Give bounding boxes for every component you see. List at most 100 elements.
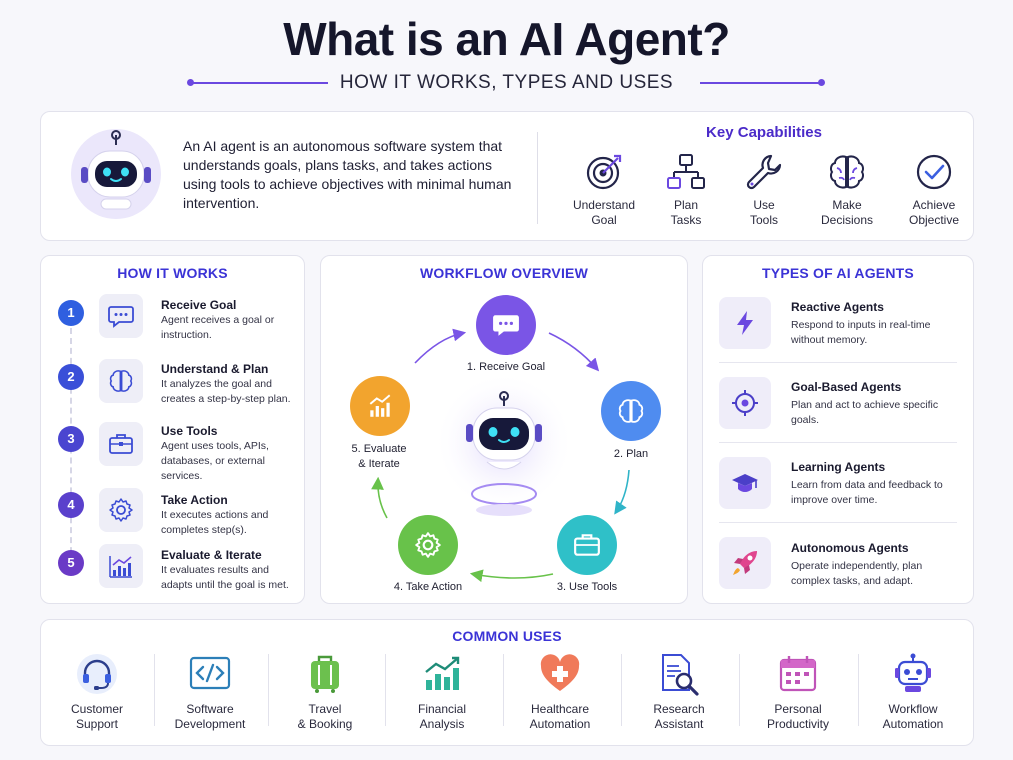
capability-label-line2: Tools: [749, 213, 778, 227]
how-it-works-card: HOW IT WORKS 1 Receive Goal Agent receiv…: [40, 255, 305, 604]
workflow-node-take-action: [398, 515, 458, 575]
use-divider: [268, 654, 269, 726]
type-description: Learn from data and feedback to improve …: [791, 479, 943, 506]
step-title: Take Action: [161, 493, 228, 507]
use-label-line1: Workflow: [888, 702, 938, 716]
robot-icon: [895, 653, 931, 692]
type-icon-box: [719, 457, 771, 509]
use-divider: [503, 654, 504, 726]
code-icon: [189, 656, 231, 690]
briefcase-icon: [574, 534, 600, 556]
subtitle-dot-right: [818, 79, 825, 86]
use-label-line2: Automation: [882, 717, 944, 731]
step-description: Agent uses tools, APIs, databases, or ex…: [161, 440, 269, 482]
capability-label-line1: Achieve: [912, 198, 956, 212]
subtitle-line-right: [700, 82, 822, 84]
step-description: It executes actions and completes step(s…: [161, 509, 269, 536]
step-description: Agent receives a goal or instruction.: [161, 314, 275, 341]
use-divider: [858, 654, 859, 726]
workflow-card: WORKFLOW OVERVIEW: [320, 255, 688, 604]
capabilities-title: Key Capabilities: [706, 124, 822, 141]
robot-icon: [81, 130, 151, 210]
workflow-label: 4. Take Action: [393, 581, 463, 593]
robot-avatar: [71, 129, 161, 219]
workflow-title: WORKFLOW OVERVIEW: [419, 265, 589, 281]
step-description: It analyzes the goal and creates a step-…: [161, 378, 291, 405]
briefcase-icon: [109, 434, 133, 454]
use-label-line1: Research: [653, 702, 705, 716]
chart-icon: [109, 556, 132, 578]
document-search-icon: [662, 654, 699, 696]
headset-icon: [77, 654, 117, 694]
wrench-icon: [746, 154, 782, 190]
robot-shadow: [476, 504, 532, 516]
brain-icon: [109, 370, 133, 392]
gear-icon: [415, 532, 441, 558]
brain-icon: [618, 399, 644, 423]
type-title: Goal-Based Agents: [791, 380, 902, 394]
use-label-line1: Healthcare: [530, 702, 590, 716]
step-number: 5: [58, 550, 84, 576]
capability-label-line2: Tasks: [670, 213, 702, 227]
use-label-line2: Analysis: [419, 717, 465, 731]
capability-label-line1: Make: [832, 198, 862, 212]
use-label-line1: Financial: [417, 702, 467, 716]
capability-label-line1: Use: [753, 198, 775, 212]
arrow-action-to-evaluate: [371, 476, 388, 519]
use-divider: [621, 654, 622, 726]
use-label-line2: Support: [75, 717, 119, 731]
type-icon-box: [719, 297, 771, 349]
step-title: Use Tools: [161, 424, 218, 438]
arrow-tools-to-action: [469, 569, 554, 583]
step-number: 1: [58, 300, 84, 326]
type-icon-box: [719, 537, 771, 589]
step-description: It evaluates results and adapts until th…: [161, 564, 289, 591]
step-icon-box: [99, 544, 143, 588]
type-description: Plan and act to achieve specific goals.: [791, 399, 939, 426]
brain-icon: [830, 155, 864, 189]
workflow-node-evaluate: [350, 376, 410, 436]
step-number: 2: [58, 364, 84, 390]
type-divider: [719, 442, 957, 443]
step-title: Understand & Plan: [161, 362, 269, 376]
use-label-line1: Customer: [70, 702, 123, 716]
types-card: TYPES OF AI AGENTS Reactive Agents Respo…: [702, 255, 974, 604]
type-title: Reactive Agents: [791, 300, 884, 314]
use-travel-booking: Travel& Booking: [266, 652, 384, 732]
step-icon-box: [99, 359, 143, 403]
arrow-plan-to-tools: [614, 469, 630, 515]
type-icon-box: [719, 377, 771, 429]
type-title: Autonomous Agents: [791, 541, 909, 555]
step-title: Receive Goal: [161, 298, 237, 312]
workflow-label: 2. Plan: [613, 448, 649, 460]
target-icon: [586, 154, 622, 190]
use-label-line2: & Booking: [297, 717, 353, 731]
use-label-line2: Automation: [529, 717, 591, 731]
use-divider: [385, 654, 386, 726]
chat-icon: [493, 315, 519, 336]
step-icon-box: [99, 422, 143, 466]
workflow-arrows: [371, 328, 630, 583]
rocket-icon: [733, 551, 757, 575]
intro-description: An AI agent is an autonomous software sy…: [183, 138, 512, 211]
intro-divider: [537, 132, 538, 224]
type-description: Respond to inputs in real-time without m…: [791, 319, 931, 346]
step-number: 4: [58, 492, 84, 518]
capability-label-line2: Objective: [908, 213, 960, 227]
workflow-label-line2: & Iterate: [358, 458, 400, 470]
workflow-label: 3. Use Tools: [556, 581, 618, 593]
intro-card: An AI agent is an autonomous software sy…: [40, 111, 974, 241]
flowchart-icon: [667, 154, 705, 189]
capability-label-line1: Understand: [572, 198, 636, 212]
use-label-line1: Software: [186, 702, 234, 716]
page-title: What is an AI Agent?: [283, 13, 730, 65]
subtitle-row: HOW IT WORKS, TYPES AND USES: [0, 72, 1013, 94]
